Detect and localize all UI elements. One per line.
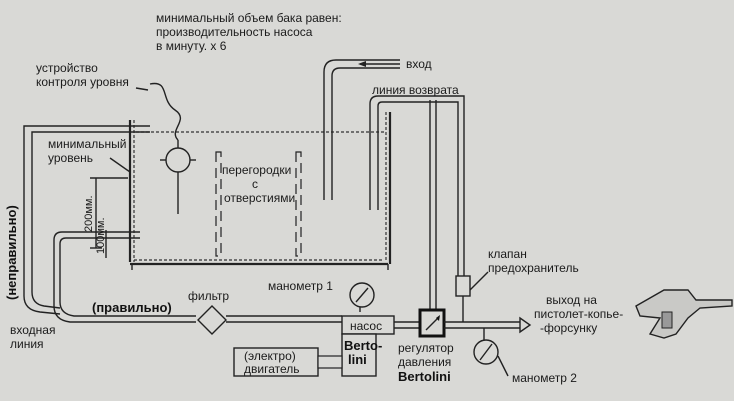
- return-line-pipe: [369, 95, 465, 312]
- baffle-left: [215, 151, 222, 257]
- baffles-label-2: с: [252, 177, 258, 191]
- inlet-label: вход: [406, 57, 432, 71]
- relief-valve-label-1: клапан: [488, 247, 527, 261]
- filter-symbol: [197, 305, 227, 335]
- inlet-line-label-1: входная: [10, 323, 55, 337]
- min-level-label-1: минимальный: [48, 137, 126, 151]
- spray-gun-icon: [635, 289, 733, 339]
- level-control-label-2: контроля уровня: [36, 75, 129, 89]
- manometer-1-gauge: [349, 282, 375, 312]
- min-level-label-2: уровень: [48, 151, 93, 165]
- tank-min-volume-text-2: производительность насоса: [156, 25, 313, 39]
- pump-brand-2: lini: [348, 352, 367, 367]
- pressure-regulator: [418, 308, 446, 338]
- outlet-label-1: выход на: [546, 293, 597, 307]
- tank-min-volume-text-3: в минуту. х 6: [156, 39, 227, 53]
- motor: [233, 347, 343, 377]
- manometer-1-label: манометр 1: [268, 279, 333, 293]
- correct-suction-pipe: [53, 231, 196, 323]
- motor-label-2: двигатель: [244, 362, 300, 376]
- regulator-label-2: давления: [398, 355, 451, 369]
- manometer-2-label: манометр 2: [512, 371, 577, 385]
- dimension-100-label: 100мм.: [95, 217, 107, 254]
- pump: [341, 315, 395, 377]
- dimension-200-label: 200мм.: [83, 195, 95, 232]
- return-line-label: линия возврата: [372, 83, 459, 97]
- dimension-200: [90, 177, 128, 249]
- inlet-line-label-2: линия: [10, 337, 44, 351]
- inlet-pipe: [323, 59, 400, 200]
- regulator-label-3: Bertolini: [398, 369, 451, 384]
- outlet-arrow: [519, 316, 532, 334]
- filter-label: фильтр: [188, 289, 229, 303]
- baffles-label-1: перегородки: [222, 163, 291, 177]
- baffles-label-3: отверстиями: [224, 191, 295, 205]
- correct-label: (правильно): [92, 300, 172, 315]
- incorrect-label: (неправильно): [4, 205, 19, 300]
- manometer-2-gauge: [473, 328, 509, 377]
- outlet-label-2: пистолет-копье-: [534, 307, 623, 321]
- pump-brand-1: Berto-: [344, 338, 382, 353]
- pump-label: насос: [350, 319, 382, 333]
- outlet-label-3: -форсунку: [540, 321, 597, 335]
- level-control-label-1: устройство: [36, 61, 98, 75]
- regulator-label-1: регулятор: [398, 341, 454, 355]
- tank-min-volume-text-1: минимальный объем бака равен:: [156, 11, 342, 25]
- motor-label-1: (электро): [244, 349, 296, 363]
- incorrect-suction-pipe: [23, 125, 150, 315]
- relief-valve-label-2: предохранитель: [488, 261, 579, 275]
- baffle-right: [295, 151, 302, 257]
- level-control-float: [149, 82, 196, 214]
- relief-valve: [455, 271, 489, 322]
